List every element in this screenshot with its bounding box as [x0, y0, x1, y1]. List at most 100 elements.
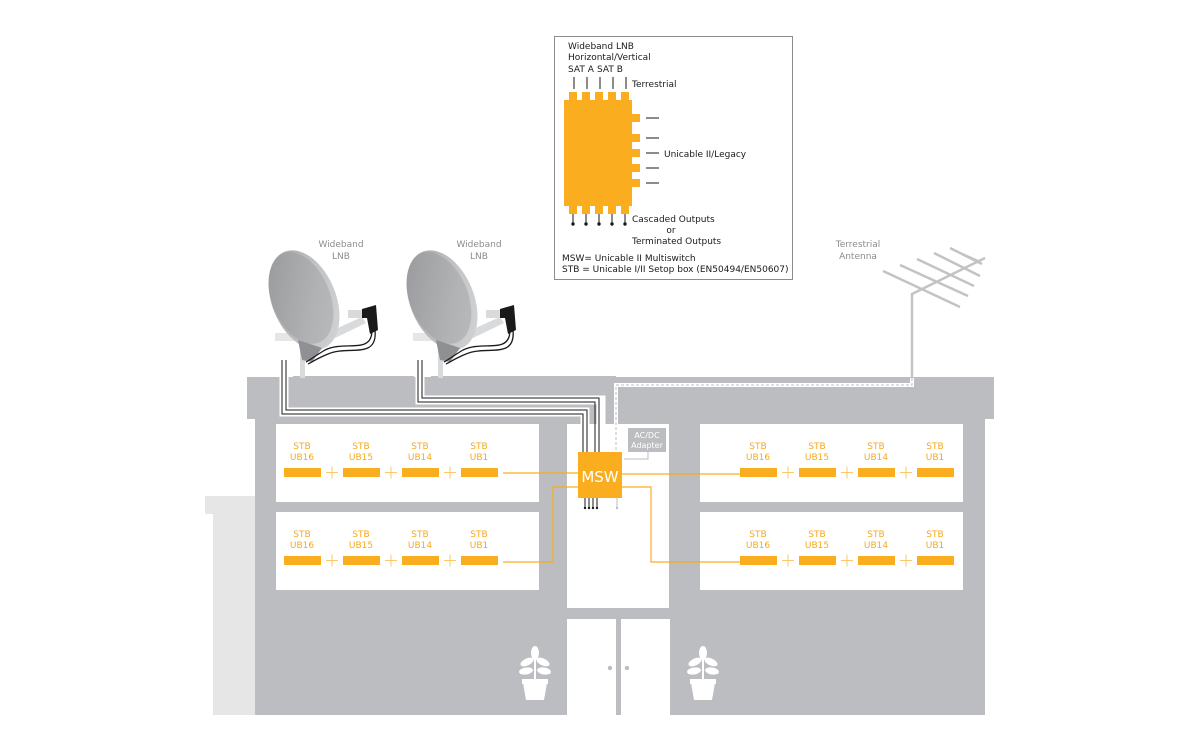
door-handle [607, 665, 613, 671]
stb-box-icon [343, 468, 380, 477]
stb-box-icon [917, 556, 954, 565]
stb-box-icon [799, 468, 836, 477]
plus-icon [782, 466, 794, 479]
terrestrial-cable [614, 378, 914, 470]
stb-box-icon [284, 468, 321, 477]
door-right[interactable] [621, 619, 670, 715]
room-right-top [700, 424, 963, 502]
stb-box-icon [402, 556, 439, 565]
terrestrial-antenna-label: Antenna [839, 252, 877, 262]
plus-icon [385, 466, 397, 479]
stb-unicable-band: UB16 [746, 453, 770, 463]
stb-box-icon [461, 556, 498, 565]
stb-label: STB [470, 442, 487, 452]
plus-icon [385, 554, 397, 567]
plus-icon [841, 466, 853, 479]
adapter-label: AC/DC [634, 431, 660, 440]
stb-unicable-band: UB14 [408, 541, 432, 551]
legend-sat-a: SAT A [568, 65, 595, 75]
stb-unicable-band: UB1 [926, 453, 945, 463]
door-handle [624, 665, 630, 671]
satellite-dish-icon [406, 250, 616, 394]
stb-box-icon [461, 468, 498, 477]
stb-label: STB [352, 442, 369, 452]
stb-unicable-band: UB14 [408, 453, 432, 463]
legend-title: Wideband LNB [568, 42, 634, 52]
stb-label: STB [470, 530, 487, 540]
satellite-dish-icon [268, 250, 414, 394]
stb-unicable-band: UB16 [746, 541, 770, 551]
plus-icon [782, 554, 794, 567]
feed-right-bottom [622, 486, 740, 563]
stb-label: STB [926, 442, 943, 452]
legend-multiswitch-icon [564, 92, 640, 214]
stb-label: STB [293, 530, 310, 540]
stb-box-icon [343, 556, 380, 565]
legend-stb-definition: STB = Unicable I/II Setop box (EN50494/E… [562, 265, 789, 275]
legend-outputs: Cascaded Outputs [632, 215, 715, 225]
stb-box-icon [799, 556, 836, 565]
legend-unicable: Unicable II/Legacy [664, 150, 747, 160]
dish1-label: Wideband [318, 240, 363, 250]
legend-outputs: or [666, 226, 676, 236]
plus-icon [900, 466, 912, 479]
plus-icon [326, 466, 338, 479]
legend-sat-b: SAT B [597, 65, 623, 75]
multiswitch[interactable]: MSW [578, 452, 622, 510]
plus-icon [444, 466, 456, 479]
stb-layer: STBUB16STBUB15STBUB14STBUB1STBUB16STBUB1… [284, 442, 954, 567]
stb-unicable-band: UB1 [470, 541, 489, 551]
acdc-adapter: AC/DC Adapter [624, 428, 666, 460]
legend-title: Horizontal/Vertical [568, 53, 651, 63]
sat-cables [279, 360, 606, 470]
plus-icon [900, 554, 912, 567]
stb-label: STB [926, 530, 943, 540]
stb-label: STB [808, 442, 825, 452]
stb-unicable-band: UB15 [349, 541, 373, 551]
unicable-feeds [503, 472, 740, 563]
stb-unicable-band: UB15 [805, 453, 829, 463]
stb-label: STB [808, 530, 825, 540]
legend-box: Wideband LNB Horizontal/Vertical SAT A S… [554, 36, 793, 280]
stb-box-icon [917, 468, 954, 477]
dish2-label: Wideband [456, 240, 501, 250]
feed-left-bottom [503, 486, 578, 563]
plant-icon [687, 646, 719, 700]
adapter-label: Adapter [631, 441, 663, 450]
dish1-label: LNB [332, 252, 350, 262]
legend-terrestrial: Terrestrial [631, 80, 677, 90]
stb-label: STB [411, 442, 428, 452]
legend-msw-definition: MSW= Unicable II Multiswitch [562, 254, 696, 264]
stb-label: STB [749, 530, 766, 540]
terrestrial-antenna-label: Terrestrial [835, 240, 881, 250]
stb-unicable-band: UB1 [926, 541, 945, 551]
door-left[interactable] [567, 619, 616, 715]
dish2-label: LNB [470, 252, 488, 262]
terrestrial-antenna-icon [882, 246, 986, 378]
stb-label: STB [411, 530, 428, 540]
stb-box-icon [402, 468, 439, 477]
stb-unicable-band: UB14 [864, 541, 888, 551]
stb-label: STB [293, 442, 310, 452]
stb-box-icon [858, 468, 895, 477]
